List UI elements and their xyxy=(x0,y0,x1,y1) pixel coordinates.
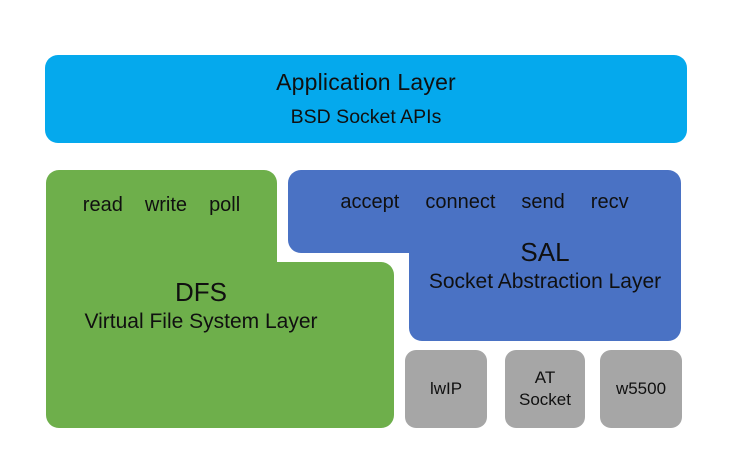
sal-op-connect: connect xyxy=(425,191,496,213)
sal-op-accept: accept xyxy=(340,191,400,213)
dfs-op-poll: poll xyxy=(209,194,241,216)
application-layer-subtitle: BSD Socket APIs xyxy=(290,106,442,128)
dfs-op-write: write xyxy=(144,194,188,216)
dfs-full-name: Virtual File System Layer xyxy=(84,310,318,333)
sal-operations-row: accept connect send recv xyxy=(288,190,681,214)
sal-op-recv: recv xyxy=(590,191,629,213)
dfs-shape-corner-filler xyxy=(46,262,126,302)
dfs-title-block: DFS Virtual File System Layer xyxy=(46,276,356,336)
driver-box-w5500: w5500 xyxy=(600,350,682,428)
sal-shape-bottom-segment xyxy=(409,210,681,341)
sal-op-send: send xyxy=(521,191,565,213)
dfs-layer-box xyxy=(46,170,394,428)
driver-lwip-label-line1: lwIP xyxy=(429,379,463,398)
driver-at-label-line1: AT xyxy=(534,368,556,387)
driver-box-lwip: lwIP xyxy=(405,350,487,428)
sal-abbreviation: SAL xyxy=(520,237,570,267)
driver-w5500-label-line1: w5500 xyxy=(615,379,667,398)
driver-at-label-line2: Socket xyxy=(519,390,571,409)
sal-title-block: SAL Socket Abstraction Layer xyxy=(409,236,681,296)
dfs-abbreviation: DFS xyxy=(175,277,227,307)
driver-box-at-socket: AT Socket xyxy=(505,350,585,428)
dfs-operations-row: read write poll xyxy=(46,193,277,217)
application-layer-title: Application Layer xyxy=(276,69,456,95)
dfs-op-read: read xyxy=(82,194,123,216)
sal-full-name: Socket Abstraction Layer xyxy=(428,270,662,293)
sal-layer-box xyxy=(288,170,681,341)
application-layer-box: Application Layer BSD Socket APIs xyxy=(45,55,687,143)
